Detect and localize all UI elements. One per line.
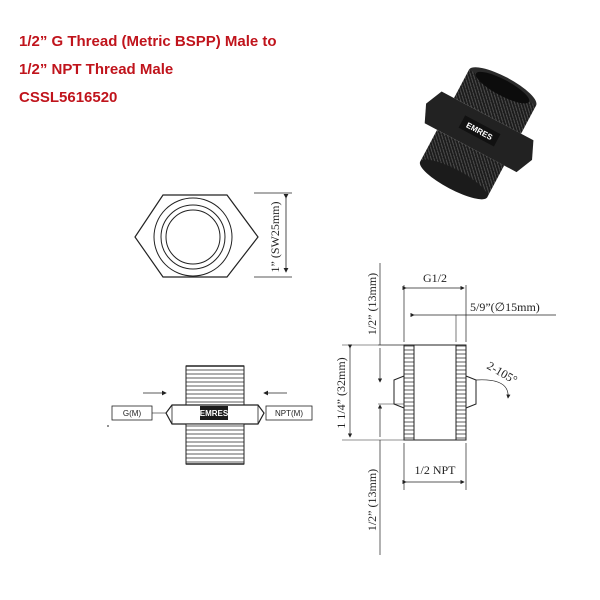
product-sku: CSSL5616520 bbox=[19, 89, 118, 106]
dim-bottom-thread: 1/2 NPT bbox=[414, 463, 456, 477]
label-npt-male: NPT(M) bbox=[275, 409, 303, 418]
title-line-2: 1/2” NPT Thread Male bbox=[19, 61, 174, 78]
dim-outer-diameter: 5/9”(∅15mm) bbox=[470, 300, 540, 314]
dim-chamfer: 2-105° bbox=[485, 358, 521, 387]
title-line-1: 1/2” G Thread (Metric BSPP) Male to bbox=[19, 33, 277, 50]
dim-total-length: 1 1/4” (32mm) bbox=[334, 357, 348, 428]
dim-bottom-length: 1/2” (13mm) bbox=[365, 469, 379, 531]
front-view: EMRES G(M) NPT(M) bbox=[107, 365, 313, 465]
dim-top-length: 1/2” (13mm) bbox=[365, 273, 379, 335]
title-block: 1/2” G Thread (Metric BSPP) Male to 1/2”… bbox=[19, 28, 277, 112]
label-g-male: G(M) bbox=[123, 409, 142, 418]
dim-top-thread: G1/2 bbox=[423, 271, 447, 285]
product-photo: EMRES bbox=[419, 67, 537, 200]
section-view: G1/2 5/9”(∅15mm) 2-105° 1/2 NPT 1/2” (13… bbox=[334, 263, 556, 555]
brand-logo: EMRES bbox=[200, 409, 229, 418]
brand-logo-plate bbox=[200, 406, 228, 420]
hex-sw-dimension: 1” (SW25mm) bbox=[268, 202, 282, 273]
hex-end-view: 1” (SW25mm) bbox=[134, 192, 292, 278]
